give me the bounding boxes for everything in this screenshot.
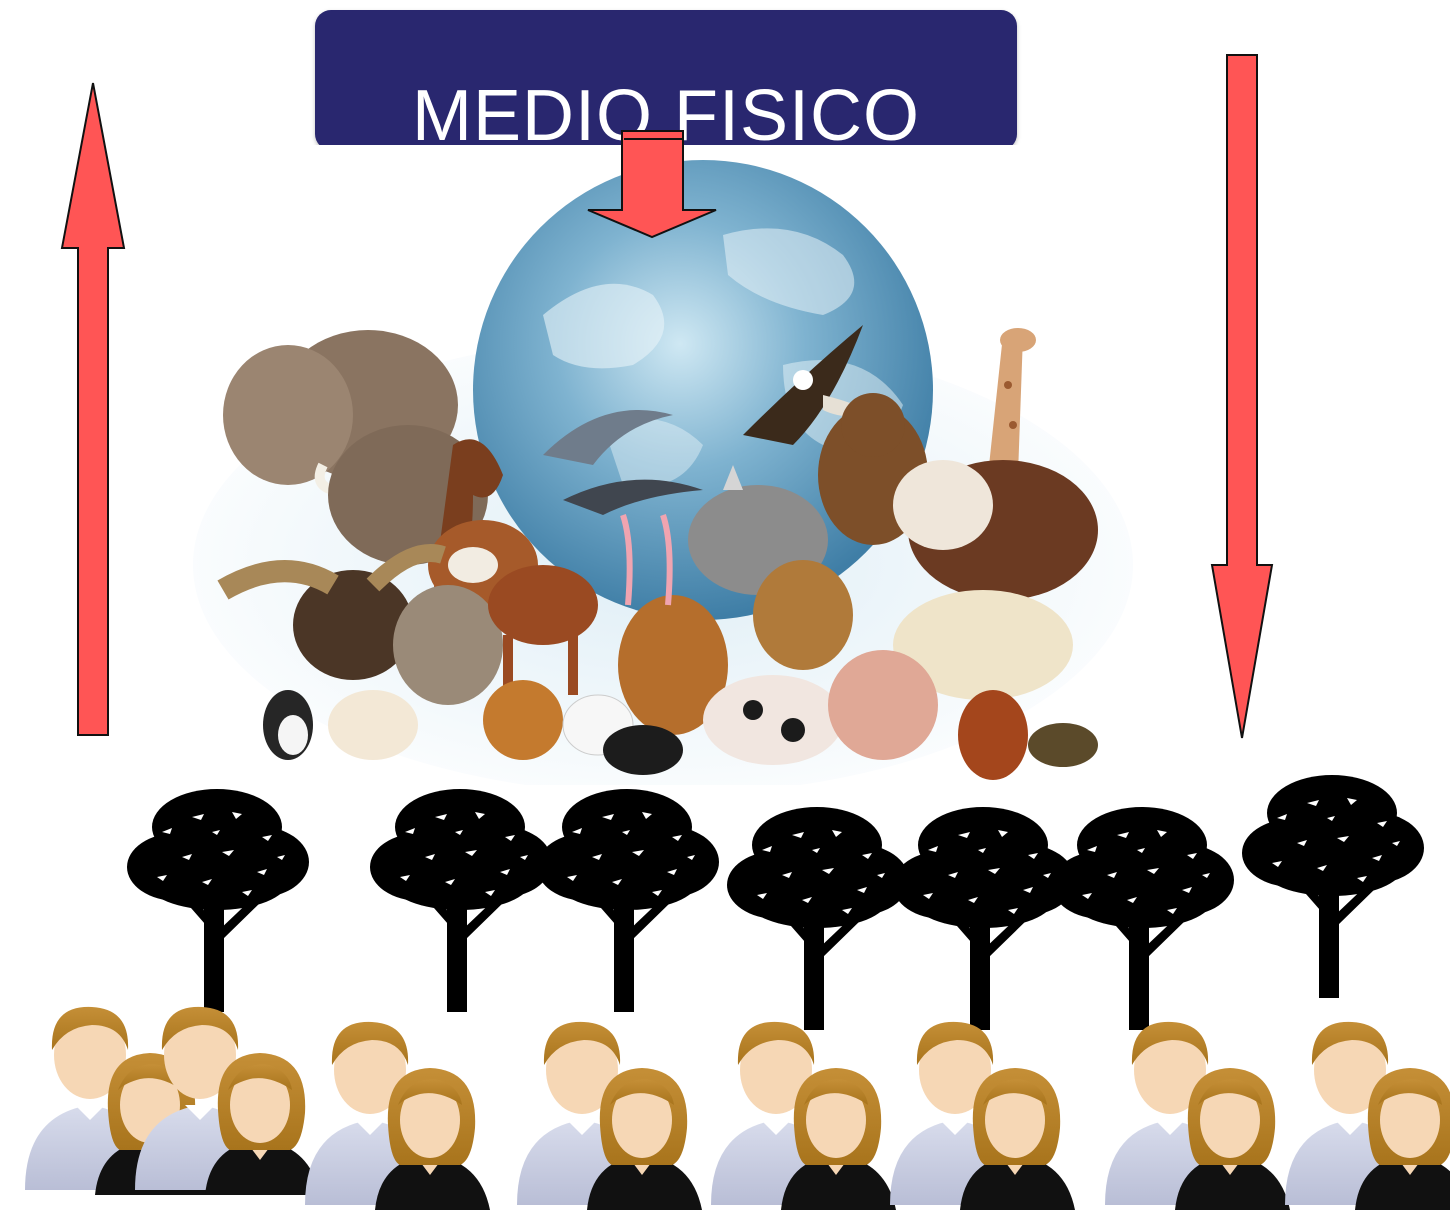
- tree-icon: [532, 782, 722, 1017]
- flamingos: [620, 514, 673, 606]
- animals-illustration: [193, 160, 1133, 795]
- woman-icon: [1355, 1068, 1450, 1210]
- tree-icon: [370, 789, 552, 1012]
- people-icon: [1280, 1010, 1450, 1215]
- tree-icon: [722, 800, 912, 1035]
- arrow-down-icon: [587, 130, 717, 239]
- tree-icon: [893, 807, 1075, 1030]
- woman-icon: [781, 1068, 896, 1210]
- giraffe: [988, 328, 1036, 475]
- tree-icon: [1052, 807, 1234, 1030]
- deer: [753, 560, 853, 670]
- tree-icon: [727, 807, 909, 1030]
- elephant: [223, 330, 488, 565]
- sheep: [893, 590, 1073, 700]
- people-icon: [885, 1010, 1085, 1215]
- tree-icon: [127, 789, 309, 1012]
- people-icon: [305, 1021, 490, 1210]
- people-icon: [711, 1021, 896, 1210]
- people-icon: [517, 1021, 702, 1210]
- arrow-up-icon: [60, 82, 126, 736]
- people-icon: [890, 1021, 1075, 1210]
- rabbit: [263, 690, 313, 760]
- tree-icon: [1237, 768, 1427, 1003]
- pig: [828, 650, 938, 760]
- tree-icon: [365, 782, 555, 1017]
- people-icon: [1285, 1021, 1450, 1210]
- dolphins: [543, 410, 703, 515]
- dog: [618, 595, 728, 735]
- woman-icon: [960, 1068, 1075, 1210]
- people-icon: [1105, 1021, 1290, 1210]
- arrow-down-icon: [1210, 54, 1274, 739]
- woman-icon: [375, 1068, 490, 1210]
- woman-icon: [1175, 1068, 1290, 1210]
- people-icon: [706, 1010, 906, 1215]
- people-icon: [1100, 1010, 1300, 1215]
- tree-icon: [537, 789, 719, 1012]
- tree-icon: [1242, 775, 1424, 998]
- tree-icon: [888, 800, 1078, 1035]
- cow: [893, 460, 1098, 600]
- rooster: [958, 690, 1028, 780]
- people-icon: [130, 995, 330, 1200]
- woman-icon: [587, 1068, 702, 1210]
- pig-spotted: [703, 675, 843, 765]
- lamb: [328, 690, 418, 760]
- skunk: [603, 725, 683, 775]
- wolf: [393, 585, 503, 705]
- woman-icon: [205, 1053, 320, 1195]
- turtle: [1028, 723, 1098, 767]
- people-icon: [300, 1010, 500, 1215]
- moose: [217, 544, 446, 680]
- cat: [483, 680, 563, 760]
- tree-icon: [122, 782, 312, 1017]
- tree-icon: [1047, 800, 1237, 1035]
- animal-scene: [183, 145, 1150, 795]
- title-box: MEDIO FISICO: [315, 10, 1017, 156]
- people-icon: [135, 1006, 320, 1195]
- foal: [488, 565, 598, 695]
- people-icon: [512, 1010, 712, 1215]
